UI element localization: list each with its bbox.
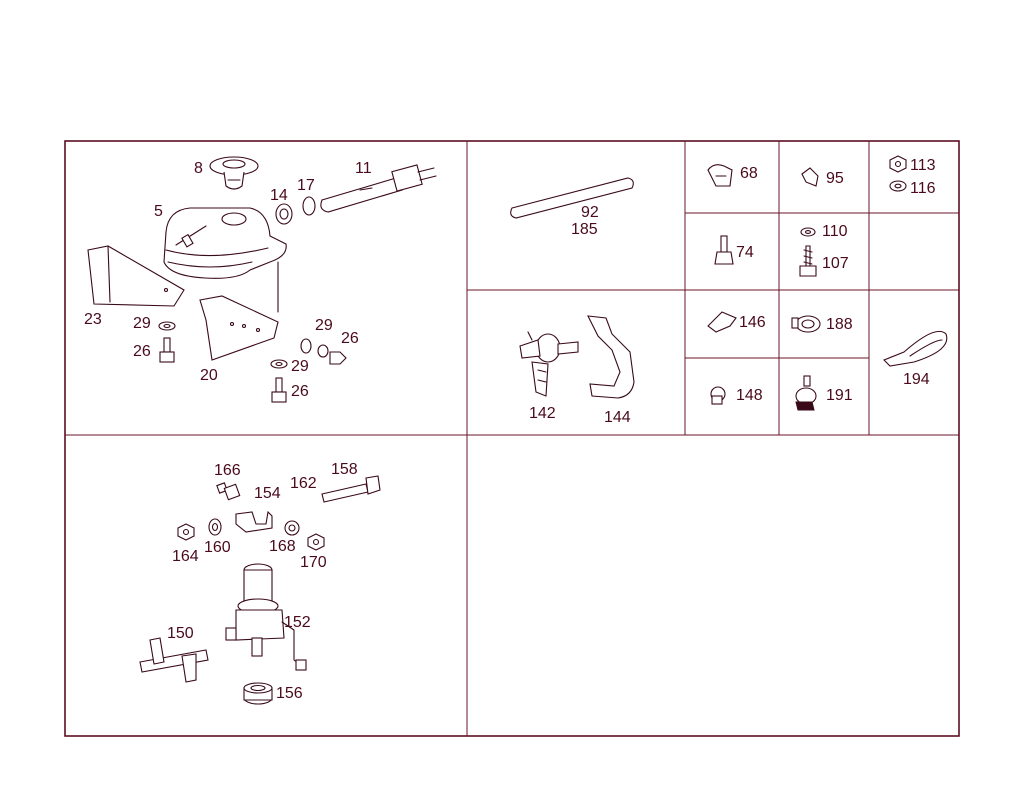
label-156: 156 [276, 685, 303, 702]
label-8: 8 [194, 160, 203, 177]
washer-bolt-left-drawing [158, 321, 176, 363]
label-185: 185 [571, 221, 598, 238]
clip-146-drawing [707, 311, 737, 333]
label-14: 14 [270, 187, 288, 204]
bracket-left-drawing [87, 245, 185, 307]
label-113: 113 [910, 157, 936, 174]
part-166-drawing [216, 482, 241, 501]
label-146: 146 [739, 314, 766, 331]
outer-frame [64, 140, 960, 737]
label-170: 170 [300, 554, 327, 571]
label-166: 166 [214, 462, 241, 479]
label-194: 194 [903, 371, 930, 388]
clamp-191-drawing [795, 375, 817, 411]
label-20: 20 [200, 367, 218, 384]
label-68: 68 [740, 165, 758, 182]
panel-hose: 92 185 [510, 177, 634, 238]
label-74: 74 [736, 244, 754, 261]
clamp-188-drawing [791, 315, 821, 333]
tee-150-drawing [139, 637, 209, 683]
seal-ring-drawing [275, 203, 293, 225]
label-150: 150 [167, 625, 194, 642]
washer-bolt-bottom-drawing [270, 359, 288, 403]
clip-68-drawing [707, 164, 733, 187]
pump-152-drawing [225, 563, 307, 671]
label-5: 5 [154, 203, 163, 220]
panel-pump: 166 158 162 154 164 160 168 170 150 152 … [139, 461, 381, 705]
clip-95-drawing [801, 167, 819, 187]
label-29-left: 29 [133, 315, 151, 332]
label-11: 11 [355, 160, 372, 177]
panel-hardware: 68 95 113 116 74 [519, 155, 948, 426]
reservoir-cap-drawing [209, 156, 259, 190]
label-152: 152 [284, 614, 311, 631]
washer-160-drawing [208, 518, 222, 536]
label-29-bottom: 29 [291, 358, 309, 375]
label-92: 92 [581, 204, 599, 221]
label-26-left: 26 [133, 343, 151, 360]
label-142: 142 [529, 405, 556, 422]
hose-drawing [510, 177, 634, 219]
label-116: 116 [910, 180, 936, 197]
label-29-right: 29 [315, 317, 333, 334]
valve-142-drawing [519, 331, 579, 397]
label-154: 154 [254, 485, 281, 502]
washer-bolt-right-drawing [300, 338, 347, 365]
label-160: 160 [204, 539, 231, 556]
washer-162-drawing [284, 520, 300, 536]
cable-tie-194-drawing [883, 330, 948, 367]
nut-113-drawing [889, 155, 907, 173]
washer-110-drawing [800, 227, 816, 237]
bracket-right-drawing [199, 295, 279, 361]
label-23: 23 [84, 311, 102, 328]
label-148: 148 [736, 387, 763, 404]
washer-116-drawing [889, 180, 907, 192]
label-26-right: 26 [341, 330, 359, 347]
plug-148-drawing [710, 386, 726, 405]
label-17: 17 [297, 177, 315, 194]
clip-ring-drawing [302, 196, 316, 216]
label-164: 164 [172, 548, 199, 565]
nut-164-drawing [177, 523, 195, 541]
bolt-74-drawing [714, 235, 734, 265]
label-107: 107 [822, 255, 849, 272]
label-168: 168 [269, 538, 296, 555]
bracket-154-drawing [235, 510, 273, 533]
label-110: 110 [822, 223, 848, 240]
label-26-bottom: 26 [291, 383, 309, 400]
label-162: 162 [290, 475, 317, 492]
label-144: 144 [604, 409, 631, 426]
label-191: 191 [826, 387, 853, 404]
level-sensor-drawing [320, 164, 437, 213]
panel-reservoir: 8 5 11 14 17 23 20 29 26 29 26 29 26 [84, 156, 437, 403]
screw-107-drawing [799, 245, 817, 277]
nut-170-drawing [307, 533, 325, 551]
label-95: 95 [826, 170, 844, 187]
reservoir-tank-drawing [163, 207, 287, 313]
sleeve-156-drawing [243, 682, 273, 705]
diagram-grid [64, 140, 960, 737]
label-188: 188 [826, 316, 853, 333]
bolt-158-drawing [321, 475, 381, 503]
label-158: 158 [331, 461, 358, 478]
bracket-144-drawing [587, 315, 635, 399]
